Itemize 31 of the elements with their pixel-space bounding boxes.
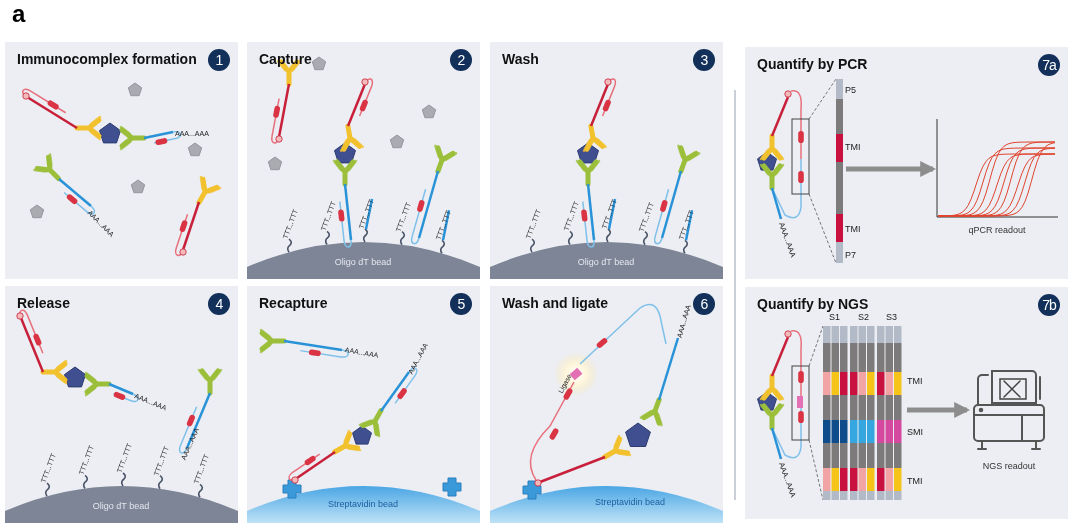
panel-title: Immunocomplex formation [17, 51, 197, 67]
panel-title: Wash and ligate [502, 295, 609, 311]
bead-label: Oligo dT bead [334, 258, 392, 267]
panel-title: Quantify by NGS [757, 296, 869, 312]
figure-label: a [12, 2, 26, 26]
bead-label: Oligo dT bead [92, 502, 150, 511]
step-panel [745, 47, 1068, 279]
step-number-badge: 1 [208, 49, 230, 71]
panel-title: Capture [259, 51, 312, 67]
panel-title: Wash [502, 51, 539, 67]
step-number-badge: 3 [693, 49, 715, 71]
panel-title: Recapture [259, 295, 328, 311]
bead-label: Oligo dT bead [577, 258, 635, 267]
arrow [907, 402, 971, 418]
step-panel [5, 42, 238, 279]
arrow [846, 161, 937, 177]
panel-title: Quantify by PCR [757, 56, 868, 72]
step-number-badge: 6 [693, 293, 715, 315]
step-panel [745, 287, 1068, 519]
step-panel [490, 42, 723, 279]
step-panel [247, 286, 480, 523]
readout-caption: NGS readout [982, 461, 1036, 471]
step-number-badge: 2 [450, 49, 472, 71]
panel-title: Release [17, 295, 70, 311]
bead-label: Streptavidin bead [594, 498, 666, 507]
step-number-badge: 4 [208, 293, 230, 315]
readout-caption: qPCR readout [968, 225, 1026, 235]
step-number-badge: 5 [450, 293, 472, 315]
step-number-badge: 7a [1038, 54, 1060, 76]
step-number-badge: 7b [1038, 294, 1060, 316]
bead-label: Streptavidin bead [327, 500, 399, 509]
